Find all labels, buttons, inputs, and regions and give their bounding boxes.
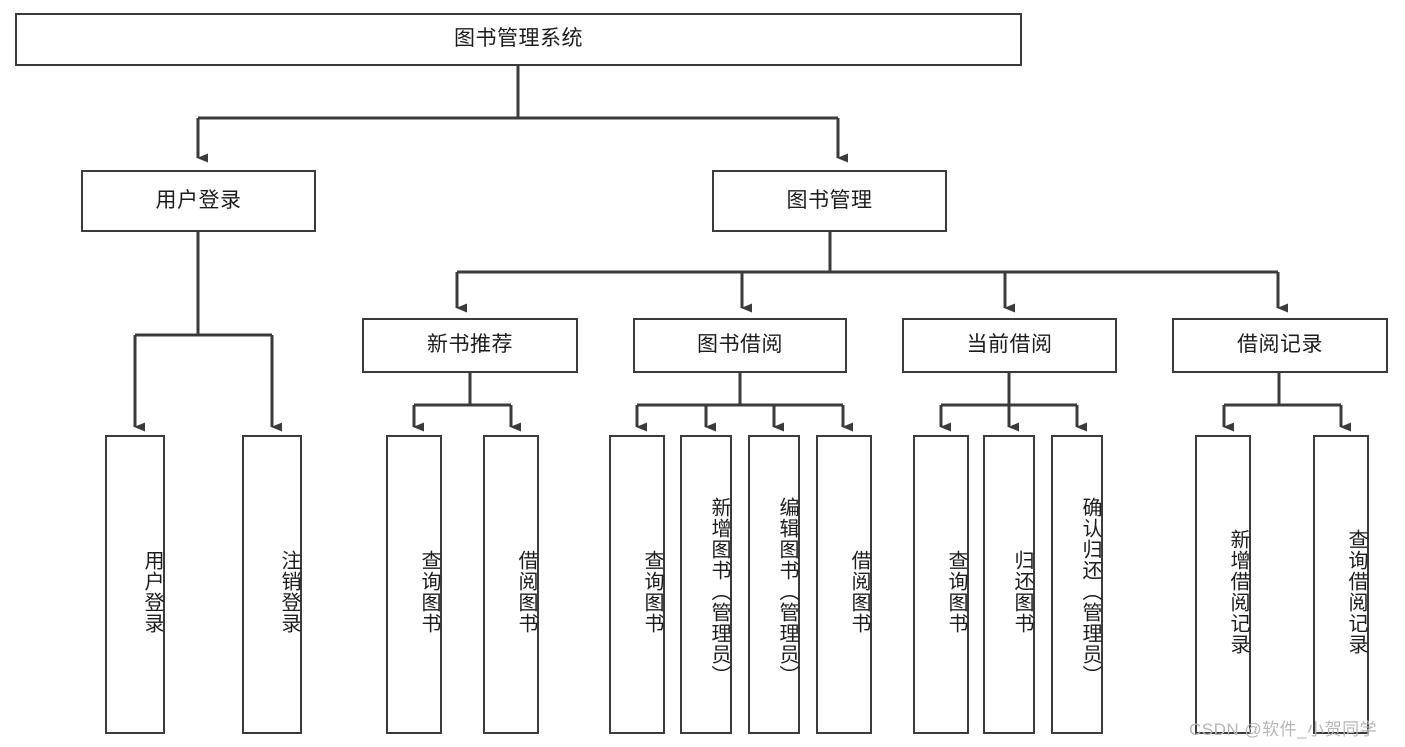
node-label: 图书管理 [786,188,873,212]
node-label: 新书推荐 [427,333,513,357]
node-label: 查询借阅记录 [1345,528,1367,655]
node-leaf-borrow-book-2[interactable]: 借阅图书 [816,435,872,734]
watermark: CSDN @软件_小贺同学 [1189,720,1378,739]
node-label: 新增借阅记录 [1227,528,1249,655]
node-label: 注销登录 [278,549,300,634]
node-leaf-edit-book[interactable]: 编辑图书（管理员） [748,435,800,734]
node-leaf-add-borrow-record[interactable]: 新增借阅记录 [1195,435,1251,734]
node-leaf-query-book-3[interactable]: 查询图书 [913,435,969,734]
node-label: 新增图书（管理员） [708,497,730,686]
node-label: 编辑图书（管理员） [776,497,798,686]
node-leaf-query-borrow-record[interactable]: 查询借阅记录 [1313,435,1369,734]
node-label: 当前借阅 [966,333,1053,357]
node-leaf-add-book[interactable]: 新增图书（管理员） [680,435,732,734]
node-user-login[interactable]: 用户登录 [81,170,316,232]
node-leaf-return-book[interactable]: 归还图书 [983,435,1035,734]
node-label: 归还图书 [1011,549,1033,634]
node-label: 借阅图书 [515,549,537,634]
node-leaf-query-book-1[interactable]: 查询图书 [386,435,442,734]
node-label: 查询图书 [418,549,440,634]
node-book-management-system[interactable]: 图书管理系统 [15,13,1022,66]
node-label: 借阅记录 [1237,333,1323,357]
node-label: 用户登录 [141,549,163,634]
node-label: 借阅图书 [848,549,870,634]
node-leaf-confirm-return[interactable]: 确认归还（管理员） [1051,435,1103,734]
node-leaf-query-book-2[interactable]: 查询图书 [609,435,665,734]
node-book-borrow[interactable]: 图书借阅 [633,318,847,373]
node-label: 确认归还（管理员） [1079,497,1101,686]
node-leaf-user-login[interactable]: 用户登录 [105,435,165,734]
node-label: 图书借阅 [697,333,783,357]
node-label: 用户登录 [155,188,242,212]
node-label: 图书管理系统 [454,27,583,51]
node-label: 查询图书 [945,549,967,634]
node-current-borrow[interactable]: 当前借阅 [902,318,1117,373]
node-new-book-recommend[interactable]: 新书推荐 [362,318,578,373]
node-leaf-logout-login[interactable]: 注销登录 [242,435,302,734]
node-label: 查询图书 [641,549,663,634]
node-leaf-borrow-book-1[interactable]: 借阅图书 [483,435,539,734]
node-borrow-record[interactable]: 借阅记录 [1172,318,1388,373]
node-book-management[interactable]: 图书管理 [712,170,947,232]
